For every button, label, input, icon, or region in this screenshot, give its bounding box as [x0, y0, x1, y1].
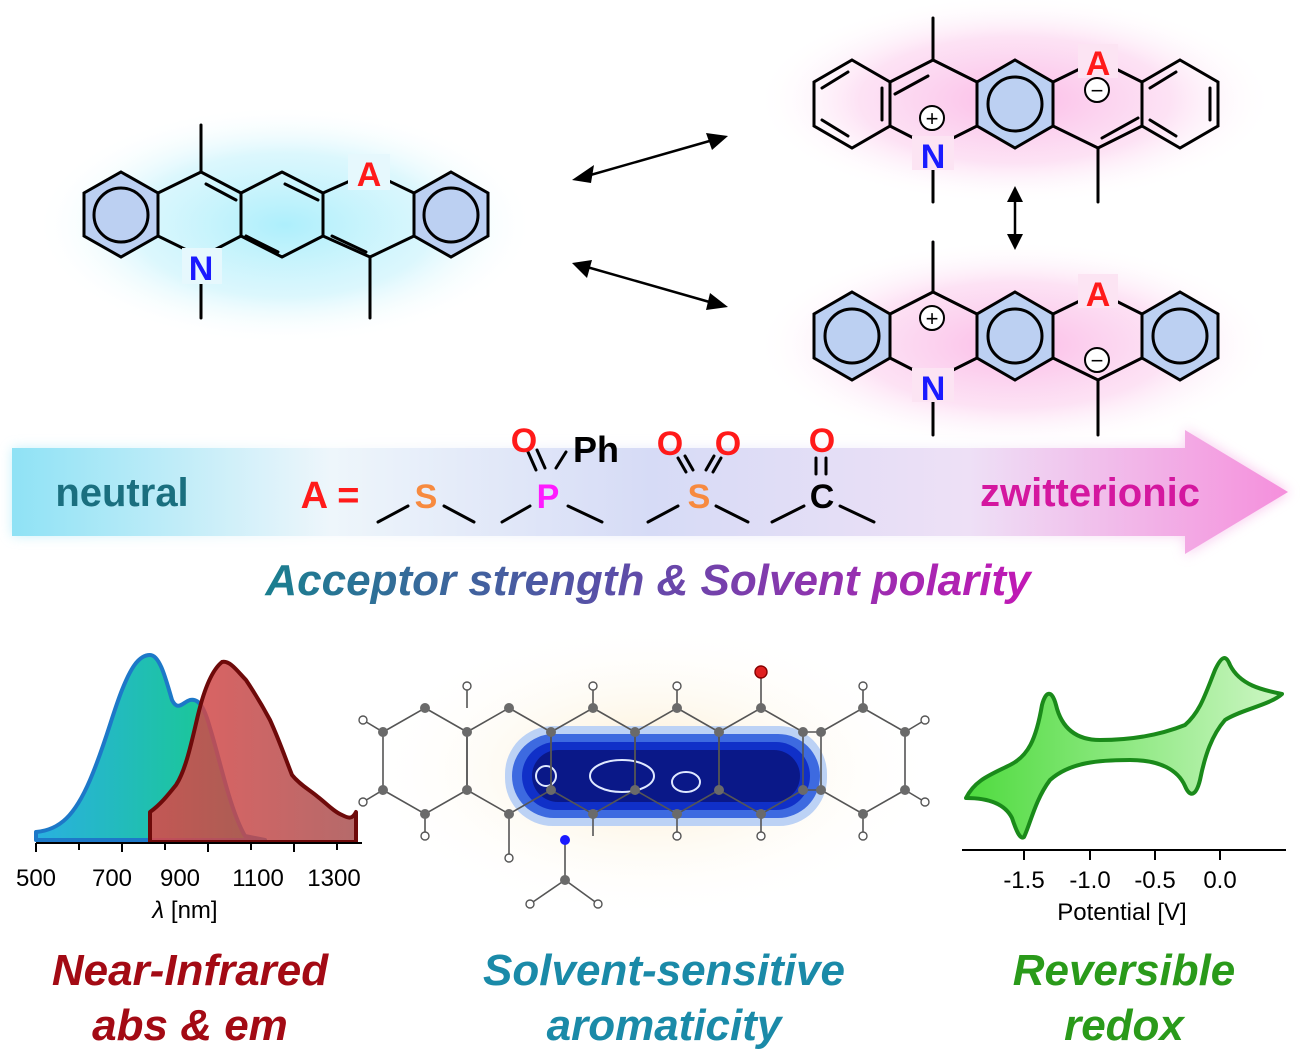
cv-tick-m1.5: -1.5 — [1003, 867, 1044, 894]
phosphoryl-oxygen: O — [511, 422, 537, 460]
sulfone-oxygen-1: O — [657, 425, 683, 463]
nitrogen-atom-label: N — [189, 250, 214, 288]
a-equals-label: A = — [301, 475, 360, 517]
nir-caption-line2: abs & em — [92, 1001, 288, 1050]
spectrum-tick-500: 500 — [16, 865, 56, 892]
zwitterionic-label: zwitterionic — [980, 471, 1200, 515]
negative-charge-symbol: − — [1091, 78, 1104, 103]
positive-charge-icon — [919, 105, 945, 131]
negative-charge-icon — [1084, 77, 1110, 103]
spectrum-tick-900: 900 — [160, 865, 200, 892]
acceptor-atom-label-bottom: A — [1086, 276, 1111, 314]
nir-caption-line1: Near-Infrared — [52, 946, 329, 995]
aromaticity-caption-line2: aromaticity — [547, 1001, 784, 1050]
cv-tick-m0.5: -0.5 — [1134, 867, 1175, 894]
acceptor-atom-label-top: A — [1086, 45, 1111, 83]
spectrum-x-label: λ [nm] — [150, 897, 217, 924]
scale-caption: Acceptor strength & Solvent polarity — [264, 556, 1033, 605]
phosphorus-atom: P — [537, 478, 560, 516]
zwitterion-bottom-molecule: A N + − — [812, 240, 1220, 437]
nitrogen-atom-label-top: N — [921, 138, 946, 176]
acceptor-atom-label: A — [357, 156, 382, 194]
cv-x-label: Potential [V] — [1057, 899, 1186, 926]
redox-caption-line2: redox — [1064, 1001, 1185, 1050]
spectrum-tick-1100: 1100 — [232, 865, 284, 892]
aromaticity-map — [358, 620, 940, 920]
cyclic-voltammogram: -1.5 -1.0 -0.5 0.0 Potential [V] — [962, 656, 1286, 926]
absorption-emission-spectrum: 500 700 900 1100 1300 λ [nm] — [16, 653, 362, 924]
cv-tick-m1.0: -1.0 — [1069, 867, 1110, 894]
positive-charge-symbol: + — [926, 106, 939, 131]
sulfone-oxygen-2: O — [715, 425, 741, 463]
positive-charge-symbol-bottom: + — [926, 306, 939, 331]
a-equals-text: A = — [301, 475, 360, 517]
spectrum-tick-700: 700 — [92, 865, 132, 892]
spectrum-tick-1300: 1300 — [307, 865, 360, 892]
bottom-captions: Near-Infrared abs & em Solvent-sensitive… — [52, 946, 1235, 1050]
cv-trace — [964, 656, 1284, 840]
neutral-glow — [35, 105, 535, 345]
zwitterion-top-molecule: A N + − — [812, 16, 1220, 204]
neutral-molecule: A N — [82, 123, 490, 320]
neutral-label: neutral — [55, 471, 188, 515]
phenyl-label: Ph — [573, 429, 619, 470]
acceptor-scale-arrow: neutral zwitterionic A = S O Ph P O O S … — [12, 422, 1290, 556]
emission-band — [148, 659, 358, 844]
sulfone-sulfur: S — [688, 478, 711, 516]
aromaticity-caption-line1: Solvent-sensitive — [483, 946, 845, 995]
sulfide-atom: S — [415, 478, 438, 516]
carbonyl-oxygen: O — [809, 422, 835, 460]
carbonyl-carbon: C — [810, 478, 835, 516]
cv-tick-0.0: 0.0 — [1203, 867, 1236, 894]
negative-charge-symbol-bottom: − — [1091, 348, 1104, 373]
redox-caption-line1: Reversible — [1013, 946, 1236, 995]
resonance-arrows — [572, 133, 1023, 310]
oxygen-atom-icon — [754, 665, 768, 679]
nitrogen-atom-label-bottom: N — [921, 370, 946, 408]
nitrogen-atom-icon — [560, 835, 570, 845]
